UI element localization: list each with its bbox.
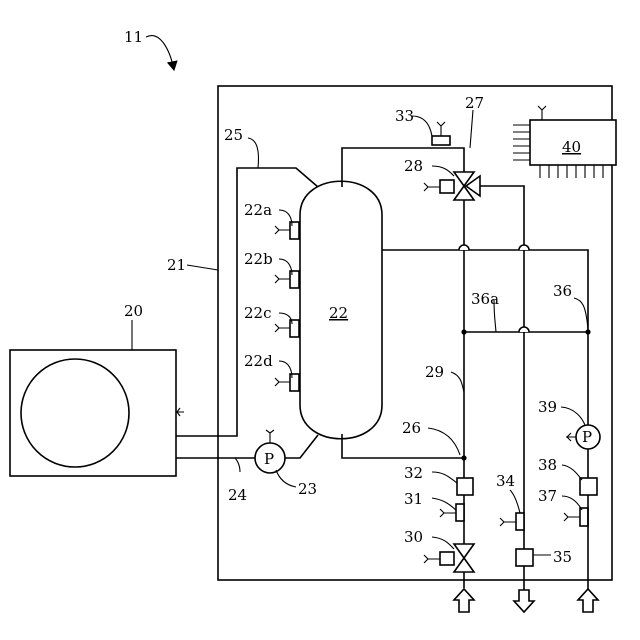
sensor-22d: [290, 374, 299, 391]
label-36a: 36a: [471, 290, 499, 308]
sensor-34: [500, 513, 524, 530]
valve-30: [424, 544, 474, 572]
label-22d: 22d: [244, 352, 273, 370]
leader-33: [412, 116, 432, 136]
tank-sensors: [275, 222, 299, 391]
sensor-22a: [290, 222, 299, 239]
label-23: 23: [298, 480, 317, 498]
sensor-32: [457, 478, 473, 495]
label-32: 32: [404, 464, 423, 482]
label-22a: 22a: [244, 201, 272, 219]
fan-icon: [21, 359, 129, 467]
leader-39: [561, 407, 585, 425]
label-21: 21: [167, 256, 186, 274]
leader-23: [276, 470, 296, 487]
label-36: 36: [553, 282, 572, 300]
label-27: 27: [465, 94, 484, 112]
label-20: 20: [124, 302, 143, 320]
sensor-37: [564, 508, 588, 526]
leader-26: [428, 428, 460, 455]
pipe-26: [342, 434, 464, 458]
label-28: 28: [404, 157, 423, 175]
label-38: 38: [538, 456, 557, 474]
leader-28: [432, 166, 454, 176]
sensor-22b: [290, 271, 299, 288]
pipe-jump: [519, 327, 529, 332]
leader-38: [562, 465, 582, 480]
sensor-22c: [290, 320, 299, 337]
label-39: 39: [538, 398, 557, 416]
label-31: 31: [404, 490, 423, 508]
label-11: 11: [124, 28, 143, 46]
leader-34: [510, 490, 520, 513]
leader-29: [451, 372, 464, 392]
three-way-valve-28: [424, 172, 480, 200]
label-37: 37: [538, 487, 557, 505]
label-22b: 22b: [244, 250, 273, 268]
svg-text:P: P: [264, 450, 274, 468]
leader-11: [146, 36, 174, 70]
leader-21: [187, 265, 218, 270]
down-arrow-icon: [514, 590, 534, 612]
pipe-jump: [459, 245, 469, 250]
pipe-jump: [519, 245, 529, 250]
leader-32: [432, 472, 457, 483]
leader-37: [562, 496, 582, 510]
signal-tick-icon: [266, 430, 274, 443]
leader-24: [235, 458, 240, 472]
up-arrow-icon: [578, 589, 598, 612]
leader-25: [248, 138, 259, 168]
pump-23: P: [255, 430, 285, 473]
leader-30: [432, 537, 454, 549]
label-24: 24: [228, 486, 247, 504]
sensor-38: [580, 478, 597, 495]
svg-text:P: P: [582, 428, 592, 446]
box-35: [516, 549, 533, 566]
label-26: 26: [402, 419, 421, 437]
leader-27: [470, 110, 473, 148]
outdoor-unit: [10, 350, 184, 476]
up-arrow-icon: [454, 589, 474, 612]
signal-tick-icon: [176, 408, 184, 416]
label-22c: 22c: [244, 304, 272, 322]
label-22: 22: [329, 304, 348, 322]
pipe-24: [176, 435, 318, 458]
label-34: 34: [496, 472, 515, 490]
label-29: 29: [425, 363, 444, 381]
sensor-33: [432, 122, 450, 145]
leader-36: [574, 298, 588, 330]
label-30: 30: [404, 528, 423, 546]
leader-31: [432, 498, 456, 510]
label-33: 33: [395, 107, 414, 125]
label-40: 40: [562, 138, 581, 156]
pump-39: P: [566, 425, 600, 449]
label-35: 35: [553, 548, 572, 566]
label-25: 25: [224, 126, 243, 144]
